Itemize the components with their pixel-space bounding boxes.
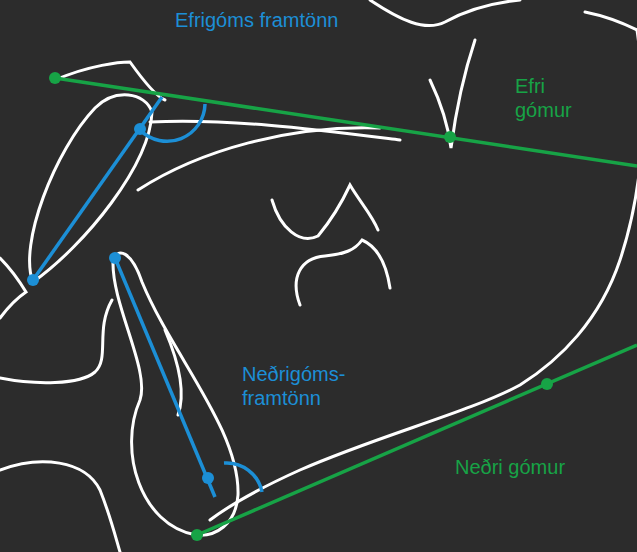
nasal-spine (430, 40, 475, 148)
landmark-dot (134, 123, 146, 135)
landmark-dot (541, 378, 553, 390)
landmark-dot (109, 252, 121, 264)
angle-arc (140, 104, 205, 141)
landmark-dot (444, 131, 456, 143)
orbit-contour (585, 12, 637, 30)
upper-incisor-axis (33, 97, 162, 280)
part-label: Neðri gómur (455, 455, 625, 479)
mandible-contour (210, 30, 637, 520)
lower-incisor (113, 253, 238, 535)
nasal-contour (370, 0, 520, 26)
reference-lines (49, 72, 637, 541)
alveolar-contour (138, 128, 380, 190)
part-label: Efri gómur (515, 74, 585, 122)
upper-lip (0, 258, 26, 318)
upper-incisor (30, 95, 152, 282)
lower-molar (296, 240, 390, 305)
mandibular-plane (197, 345, 637, 535)
lower-lip (0, 300, 112, 383)
landmark-dot (49, 72, 61, 84)
lower-incisor-axis (115, 258, 215, 497)
chin-contour (0, 462, 120, 552)
part-label: Neðrigóms- framtönn (242, 362, 392, 410)
landmark-dot (191, 529, 203, 541)
incisor-axes (27, 97, 262, 497)
part-label: Efrigóms framtönn (175, 8, 435, 32)
upper-molar (272, 185, 378, 238)
lower-incisor-root (165, 330, 181, 415)
landmark-dot (202, 472, 214, 484)
angle-arc (224, 463, 262, 492)
landmark-dot (27, 274, 39, 286)
